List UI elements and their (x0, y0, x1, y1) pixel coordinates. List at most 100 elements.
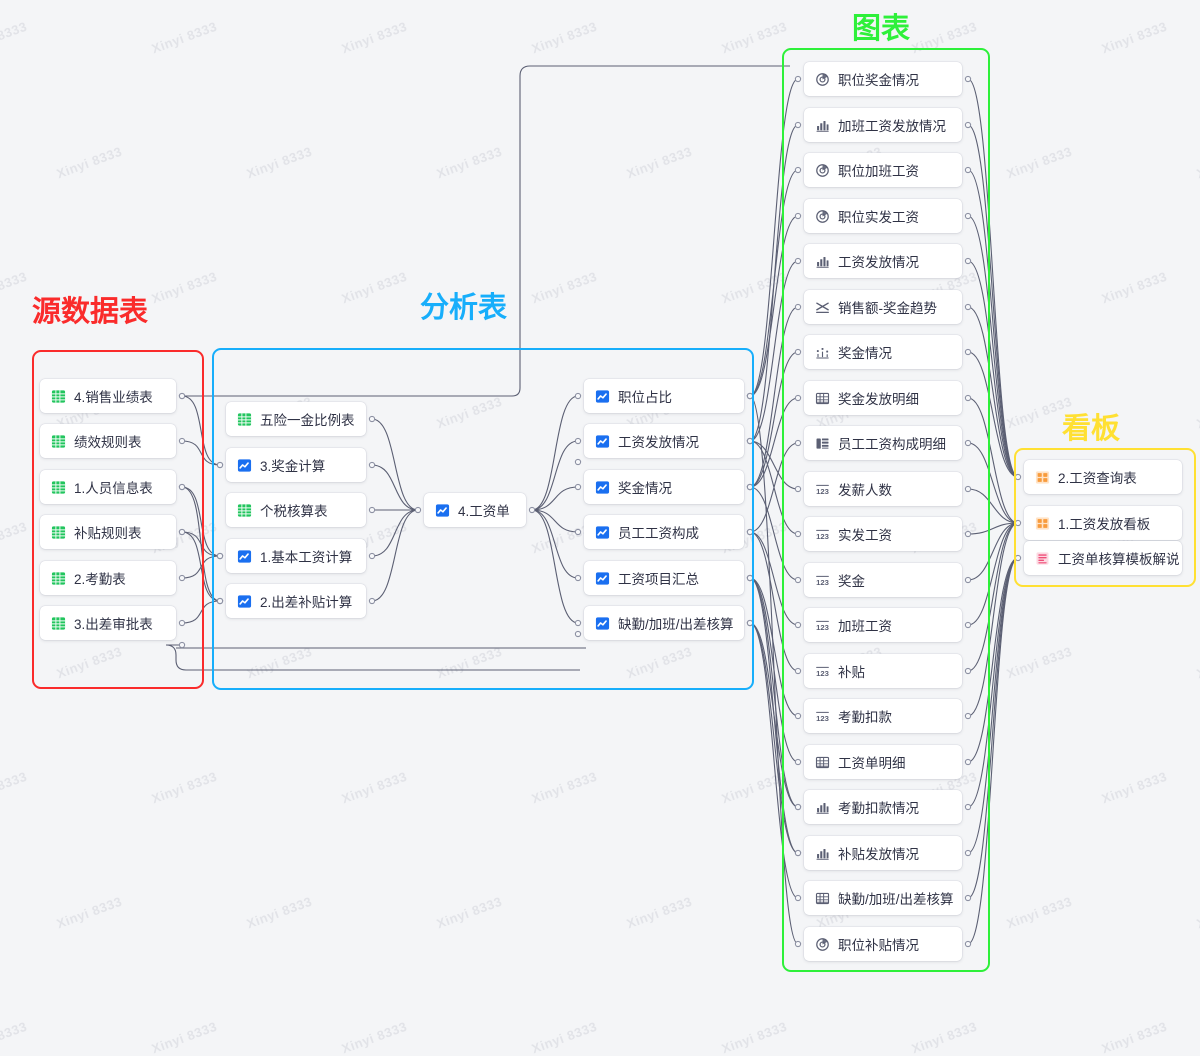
svg-text:123: 123 (816, 623, 829, 632)
node-label: 缺勤/加班/出差核算 (838, 892, 954, 907)
node-label: 4.工资单 (458, 504, 510, 519)
node-card[interactable]: 123 考勤扣款 (804, 699, 962, 733)
node-card[interactable]: 职位奖金情况 (804, 62, 962, 96)
node-card[interactable]: 123 补贴 (804, 654, 962, 688)
node-card[interactable]: 加班工资发放情况 (804, 108, 962, 142)
node-card[interactable]: 职位加班工资 (804, 153, 962, 187)
number-123-icon: 123 (816, 620, 829, 632)
spreadsheet-green-icon (51, 480, 66, 494)
watermark-text: Xinyi 8333 (1194, 644, 1200, 682)
pie-chart-icon (816, 72, 829, 86)
node-label: 绩效规则表 (74, 435, 142, 450)
node-card[interactable]: 工资单明细 (804, 745, 962, 779)
node-card[interactable]: 123 加班工资 (804, 608, 962, 642)
node-card[interactable]: 绩效规则表 (40, 424, 176, 458)
node-card[interactable]: 2.出差补贴计算 (226, 584, 366, 618)
number-123-icon: 123 (816, 484, 829, 496)
watermark-text: Xinyi 8333 (244, 143, 315, 182)
node-card[interactable]: 销售额-奖金趋势 (804, 290, 962, 324)
node-label: 补贴发放情况 (838, 847, 919, 862)
spreadsheet-green-icon (51, 616, 66, 630)
group-title-source: 源数据表 (32, 296, 149, 328)
node-label: 职位奖金情况 (838, 73, 919, 88)
watermark-text: Xinyi 8333 (529, 1018, 600, 1056)
node-card[interactable]: 五险一金比例表 (226, 402, 366, 436)
node-card[interactable]: 2.考勤表 (40, 561, 176, 595)
svg-text:123: 123 (816, 578, 829, 587)
node-card[interactable]: 3.出差审批表 (40, 606, 176, 640)
chart-blue-icon (595, 389, 610, 403)
node-card[interactable]: 考勤扣款情况 (804, 790, 962, 824)
spreadsheet-green-icon (51, 434, 66, 448)
watermark-text: Xinyi 8333 (1194, 394, 1200, 432)
node-card[interactable]: 123 奖金 (804, 563, 962, 597)
node-card[interactable]: 职位占比 (584, 379, 744, 413)
node-label: 个税核算表 (260, 504, 328, 519)
node-label: 职位实发工资 (838, 210, 919, 225)
scatter-plot-icon (816, 347, 829, 358)
watermark-text: Xinyi 8333 (149, 18, 220, 57)
node-card[interactable]: 1.基本工资计算 (226, 539, 366, 573)
node-card[interactable]: 奖金发放明细 (804, 381, 962, 415)
watermark-text: Xinyi 8333 (1099, 768, 1170, 807)
node-card[interactable]: 员工工资构成 (584, 515, 744, 549)
pie-chart-icon (816, 209, 829, 223)
node-card[interactable]: 123 实发工资 (804, 517, 962, 551)
watermark-text: Xinyi 8333 (0, 768, 30, 807)
watermark-text: Xinyi 8333 (1194, 144, 1200, 182)
chart-blue-icon (237, 549, 252, 563)
node-card[interactable]: 4.工资单 (424, 493, 526, 527)
watermark-text: Xinyi 8333 (149, 268, 220, 307)
chart-blue-icon (595, 525, 610, 539)
node-label: 加班工资发放情况 (838, 119, 946, 134)
node-label: 奖金情况 (618, 481, 672, 496)
node-card[interactable]: 工资发放情况 (804, 244, 962, 278)
node-label: 工资发放情况 (618, 435, 699, 450)
node-card[interactable]: 3.奖金计算 (226, 448, 366, 482)
node-card[interactable]: 缺勤/加班/出差核算 (584, 606, 744, 640)
watermark-text: Xinyi 8333 (0, 18, 30, 57)
node-label: 3.奖金计算 (260, 459, 326, 474)
node-card[interactable]: 补贴发放情况 (804, 836, 962, 870)
watermark-text: Xinyi 8333 (434, 893, 505, 932)
node-label: 员工工资构成明细 (838, 437, 946, 452)
watermark-text: Xinyi 8333 (434, 143, 505, 182)
node-label: 工资发放情况 (838, 255, 919, 270)
dashboard-orange-icon (1035, 516, 1050, 530)
node-card[interactable]: 工资单核算模板解说 (1024, 541, 1182, 575)
group-title-dashboard: 看板 (1062, 413, 1121, 445)
node-card[interactable]: 工资项目汇总 (584, 561, 744, 595)
node-label: 销售额-奖金趋势 (838, 301, 937, 316)
spreadsheet-green-icon (51, 525, 66, 539)
node-card[interactable]: 4.销售业绩表 (40, 379, 176, 413)
node-label: 2.工资查询表 (1058, 471, 1137, 486)
svg-text:123: 123 (816, 669, 829, 678)
watermark-text: Xinyi 8333 (719, 18, 790, 57)
node-card[interactable]: 补贴规则表 (40, 515, 176, 549)
watermark-text: Xinyi 8333 (624, 143, 695, 182)
bar-chart-icon (816, 802, 829, 814)
node-card[interactable]: 2.工资查询表 (1024, 460, 1182, 494)
node-card[interactable]: 123 发薪人数 (804, 472, 962, 506)
node-card[interactable]: 职位实发工资 (804, 199, 962, 233)
watermark-text: Xinyi 8333 (719, 268, 790, 307)
node-card[interactable]: 奖金情况 (584, 470, 744, 504)
node-card[interactable]: 个税核算表 (226, 493, 366, 527)
svg-text:123: 123 (816, 714, 829, 723)
node-card[interactable]: 职位补贴情况 (804, 927, 962, 961)
node-card[interactable]: 1.工资发放看板 (1024, 506, 1182, 540)
node-card[interactable]: 1.人员信息表 (40, 470, 176, 504)
chart-blue-icon (595, 480, 610, 494)
chart-blue-icon (237, 458, 252, 472)
watermark-text: Xinyi 8333 (719, 768, 790, 807)
watermark-text: Xinyi 8333 (54, 143, 125, 182)
node-card[interactable]: 缺勤/加班/出差核算 (804, 881, 962, 915)
watermark-text: Xinyi 8333 (529, 768, 600, 807)
node-card[interactable]: 奖金情况 (804, 335, 962, 369)
node-label: 1.工资发放看板 (1058, 517, 1151, 532)
node-card[interactable]: 工资发放情况 (584, 424, 744, 458)
node-card[interactable]: 员工工资构成明细 (804, 426, 962, 460)
watermark-text: Xinyi 8333 (339, 268, 410, 307)
node-label: 加班工资 (838, 619, 892, 634)
